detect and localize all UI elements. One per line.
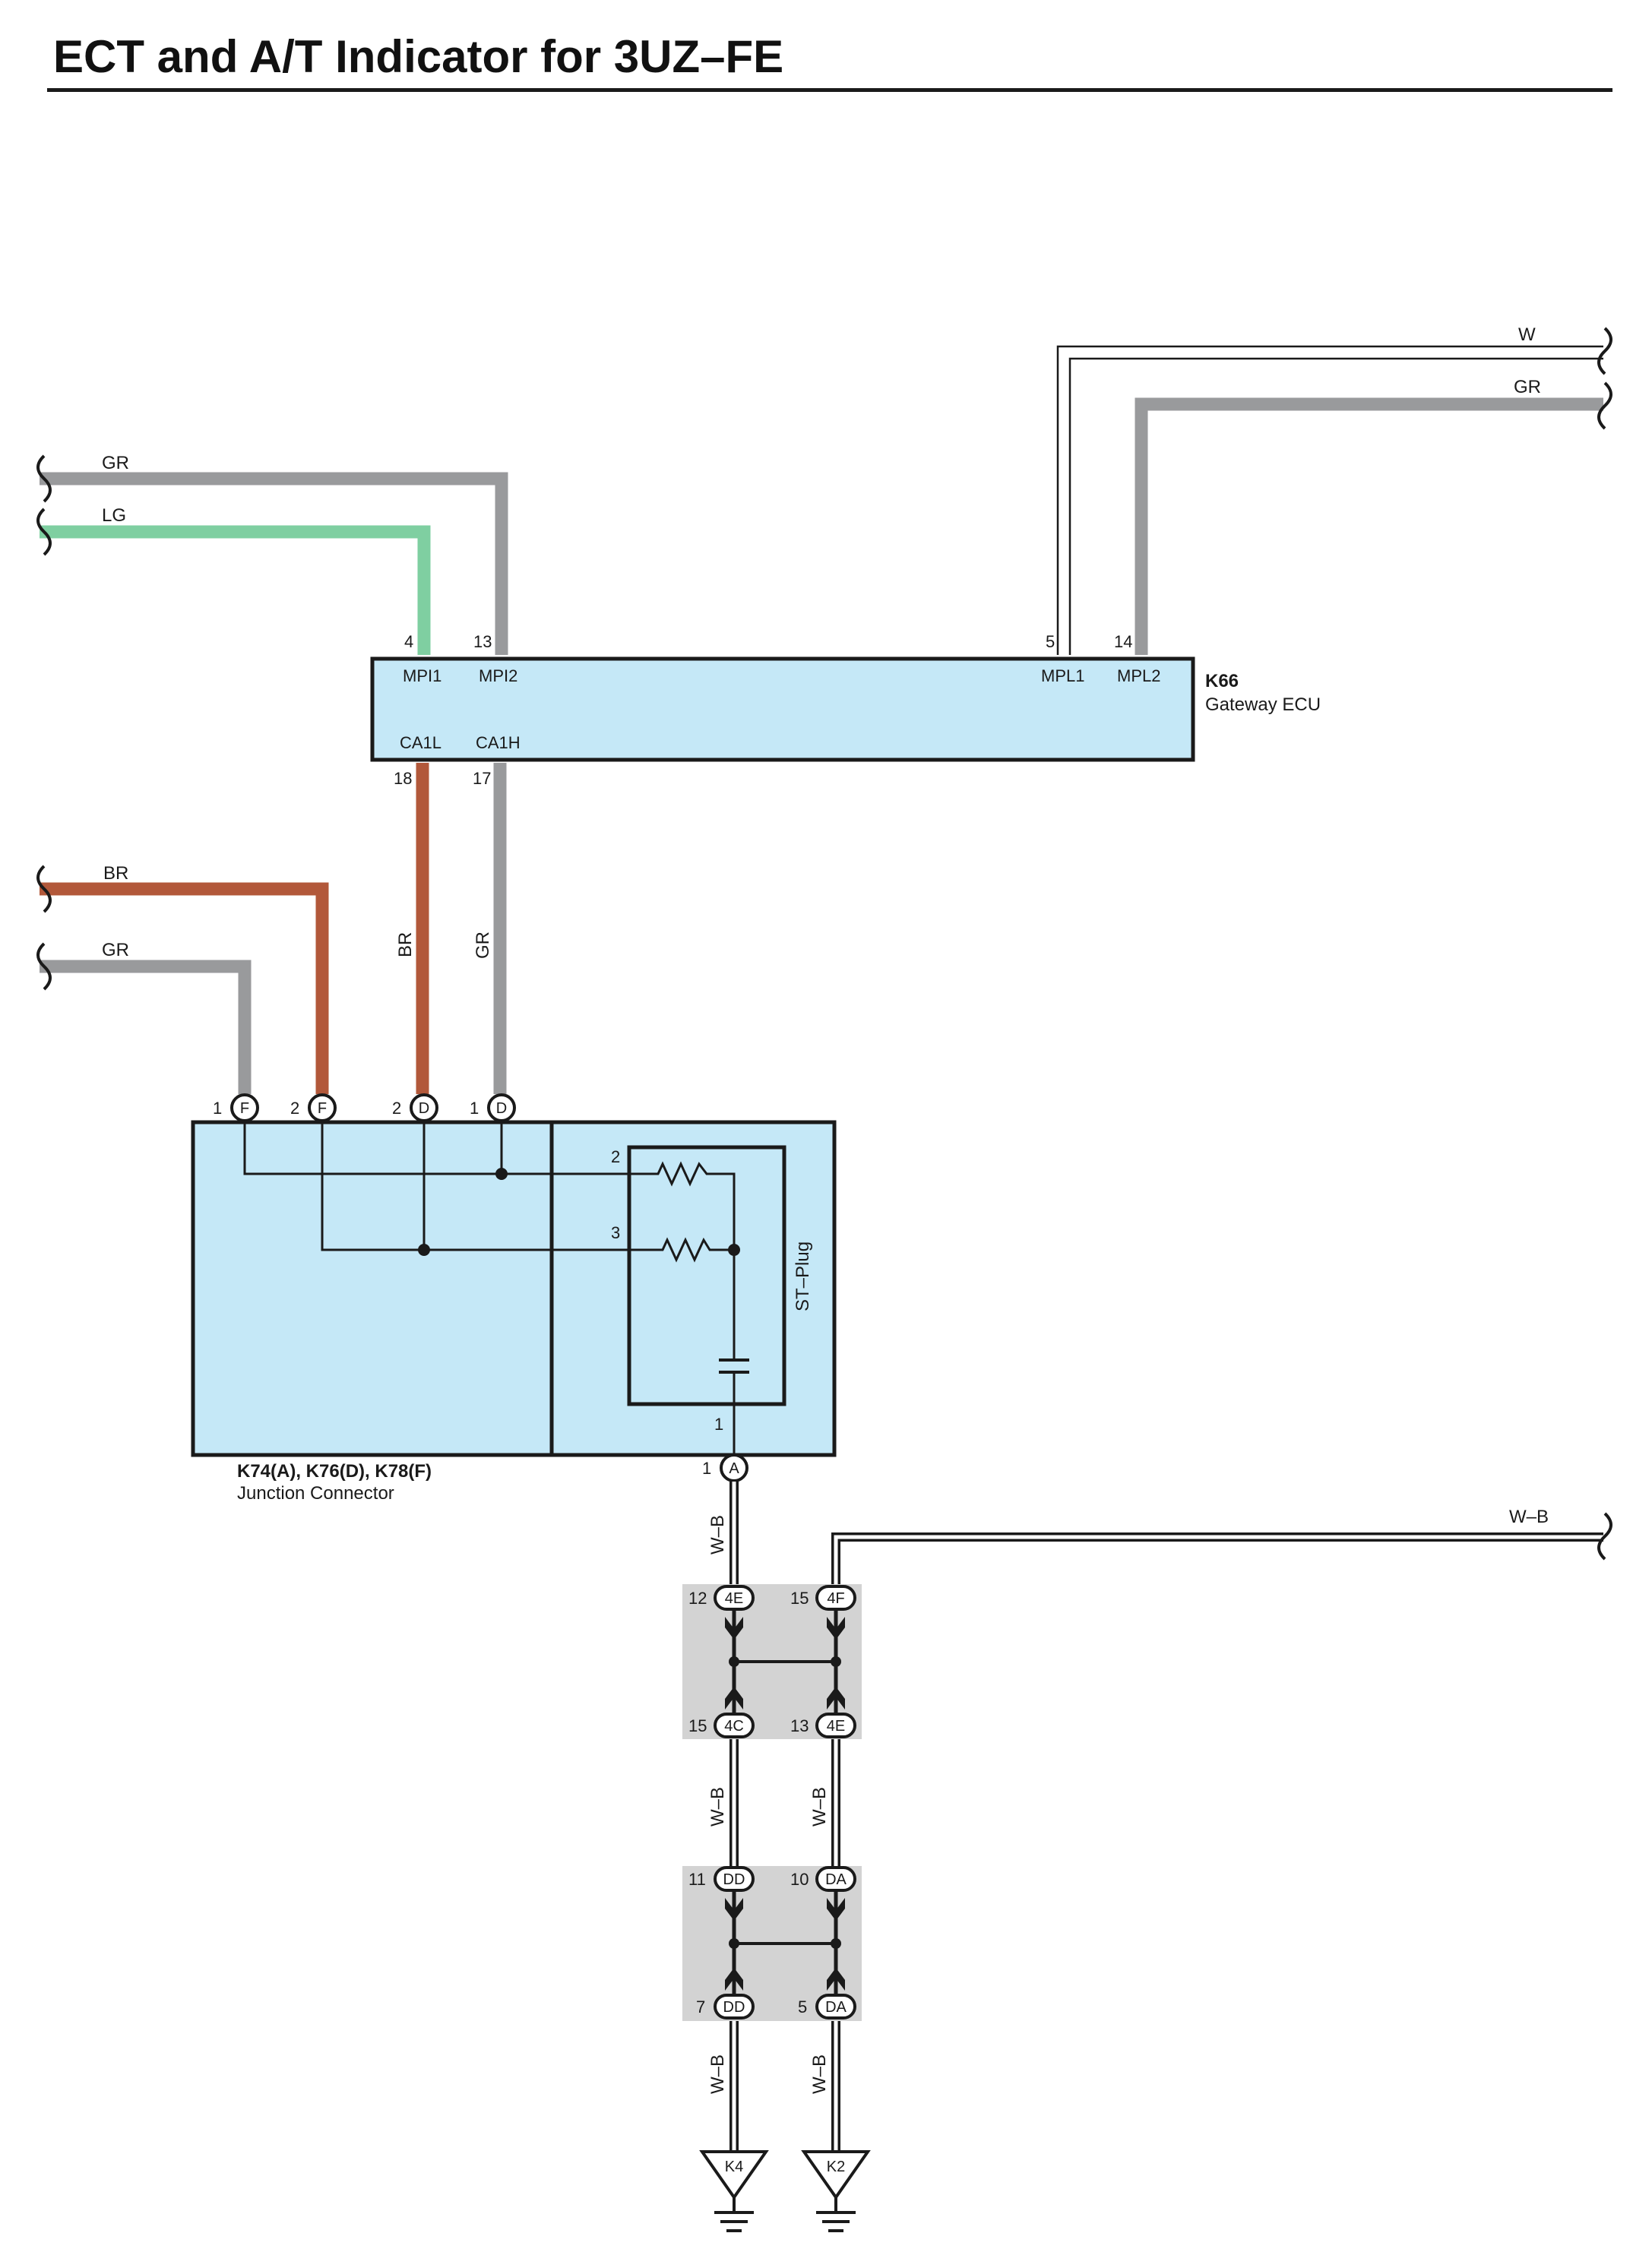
terminal-letter: D [419, 1100, 429, 1117]
terminal-num: 1 [470, 1099, 479, 1118]
jc-pin: 7 [696, 1997, 705, 2016]
pin-name-mpi1: MPI1 [403, 666, 441, 685]
st-plug-label: ST–Plug [793, 1241, 813, 1311]
ground-label-k4: K4 [725, 2159, 743, 2175]
page-title: ECT and A/T Indicator for 3UZ–FE [53, 31, 784, 82]
jc-pin: 5 [798, 1997, 807, 2016]
terminal-num: 1 [213, 1099, 222, 1118]
terminal-d1 [487, 1093, 516, 1122]
wire-label-wb-right: W–B [1509, 1507, 1549, 1527]
pin-num-14: 14 [1114, 632, 1132, 651]
component-code-k66: K66 [1205, 671, 1239, 691]
component-code-junction: K74(A), K76(D), K78(F) [237, 1461, 432, 1482]
jc-code: DA [825, 1871, 847, 1888]
gateway-ecu: 4 13 5 14 MPI1 MPI2 MPL1 MPL2 CA1L CA1H … [370, 632, 1321, 788]
wire-break-right-2 [1597, 381, 1612, 430]
wire-label-gr-right: GR [1514, 377, 1541, 397]
jc-code: 4C [724, 1718, 744, 1735]
terminal-a1 [720, 1453, 748, 1482]
st-plug-pin-2: 2 [611, 1147, 620, 1166]
wire-label-gr-vert: GR [473, 931, 493, 959]
pin-num-13: 13 [473, 632, 492, 651]
wire-w-mpl1: W [1056, 324, 1603, 655]
jc-code: DD [723, 1871, 745, 1888]
jc-code: DA [825, 1999, 847, 2016]
wire-label-gr-left-bottom: GR [102, 940, 129, 960]
pin-name-mpl2: MPL2 [1117, 666, 1160, 685]
st-plug-pin-1: 1 [714, 1415, 723, 1434]
terminal-letter: F [240, 1100, 249, 1117]
jc-pin: 15 [688, 1716, 707, 1735]
jc-pin: 10 [790, 1870, 809, 1889]
component-name-junction: Junction Connector [237, 1483, 394, 1504]
junction-block-1: 4E 12 4F 15 4C 15 4E 13 [682, 1584, 862, 1739]
component-name-gateway-ecu: Gateway ECU [1205, 694, 1321, 715]
terminal-num: 1 [702, 1459, 711, 1478]
pin-num-4: 4 [404, 632, 413, 651]
wire-label-w: W [1518, 324, 1536, 345]
terminal-num: 2 [392, 1099, 401, 1118]
wire-label-wb: W–B [707, 1787, 728, 1827]
wire-break-right-1 [1597, 327, 1612, 375]
pin-name-mpl1: MPL1 [1041, 666, 1084, 685]
wire-label-wb: W–B [707, 2054, 728, 2094]
jc-pin: 11 [688, 1870, 706, 1889]
jc-pin: 13 [790, 1716, 809, 1735]
wire-label-br-left: BR [103, 863, 128, 884]
pin-num-5: 5 [1046, 632, 1055, 651]
wire-label-lg: LG [102, 505, 126, 526]
jc-code: 4E [725, 1590, 743, 1607]
jc-code: 4E [827, 1718, 845, 1735]
wire-break-left-1 [36, 454, 52, 503]
wire-label-gr-top: GR [102, 453, 129, 473]
pin-num-18: 18 [394, 769, 412, 788]
jc-code: DD [723, 1999, 745, 2016]
pin-num-17: 17 [473, 769, 491, 788]
wire-label-wb: W–B [707, 1515, 728, 1555]
ground-k4: K4 [699, 2150, 769, 2232]
wire-br-ca1l: BR [395, 763, 429, 1094]
st-plug-pin-3: 3 [611, 1223, 620, 1242]
wire-break-left-2 [36, 508, 52, 556]
junction-block-2: DD 11 DA 10 DD 7 DA 5 [682, 1866, 862, 2021]
splice-dot [495, 1168, 508, 1180]
ground-label-k2: K2 [827, 2159, 845, 2175]
title-rule [47, 88, 1612, 92]
wire-lg-mpi1: LG [40, 505, 431, 655]
terminal-d2 [410, 1093, 438, 1122]
wire-wb-right-trunk [831, 1532, 1603, 2150]
wire-break-left-4 [36, 942, 52, 991]
splice-dot [418, 1244, 430, 1256]
wire-label-br-vert: BR [395, 932, 416, 957]
wire-gr-mpi2: GR [40, 453, 508, 655]
ground-k2: K2 [801, 2150, 871, 2232]
wire-label-wb: W–B [809, 2054, 830, 2094]
terminal-letter: D [496, 1100, 507, 1117]
terminal-f2 [308, 1093, 337, 1122]
jc-pin: 15 [790, 1589, 809, 1608]
terminal-f1 [230, 1093, 259, 1122]
pin-name-ca1l: CA1L [400, 733, 441, 752]
junction-connector: F 1 F 2 D 2 D 1 2 3 1 ST–Plug A 1 K74(A)… [191, 1093, 837, 1504]
wire-label-wb: W–B [809, 1787, 830, 1827]
terminal-num: 2 [290, 1099, 299, 1118]
wire-gr-mpl2: GR [1135, 377, 1603, 655]
terminal-letter: A [729, 1460, 739, 1477]
pin-name-mpi2: MPI2 [479, 666, 517, 685]
wire-break-left-3 [36, 865, 52, 913]
wire-br-left: BR [40, 863, 329, 1094]
st-plug: 2 3 1 ST–Plug [611, 1145, 813, 1466]
wire-gr-left-bottom: GR [40, 940, 252, 1094]
terminal-letter: F [318, 1100, 327, 1117]
jc-pin: 12 [688, 1589, 707, 1608]
wire-gr-ca1h: GR [473, 763, 507, 1094]
jc-code: 4F [827, 1590, 844, 1607]
wire-break-right-3 [1597, 1512, 1612, 1561]
pin-name-ca1h: CA1H [476, 733, 521, 752]
